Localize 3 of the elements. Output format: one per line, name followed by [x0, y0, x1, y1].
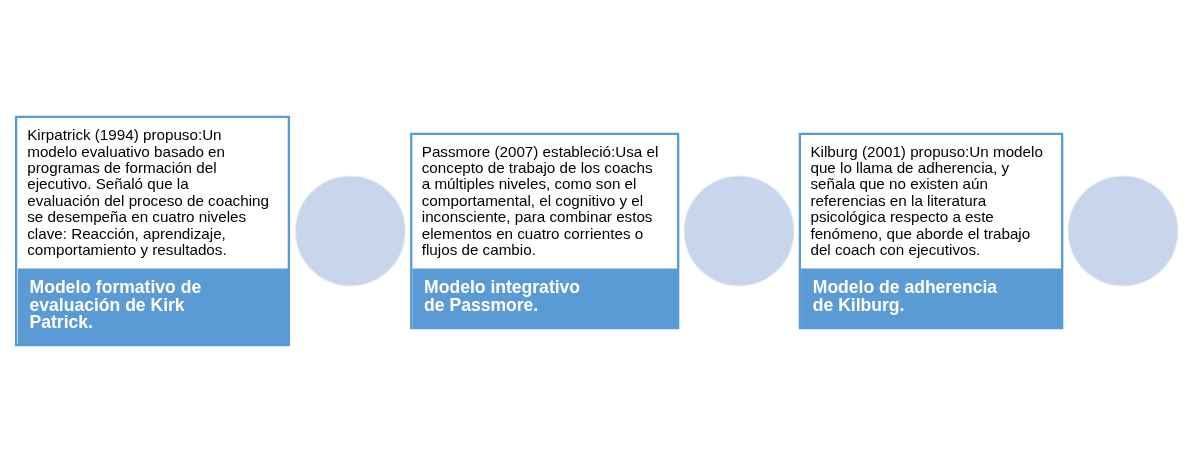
node-circle [683, 174, 795, 287]
node-circle [294, 174, 406, 287]
node-circle [1067, 174, 1179, 287]
